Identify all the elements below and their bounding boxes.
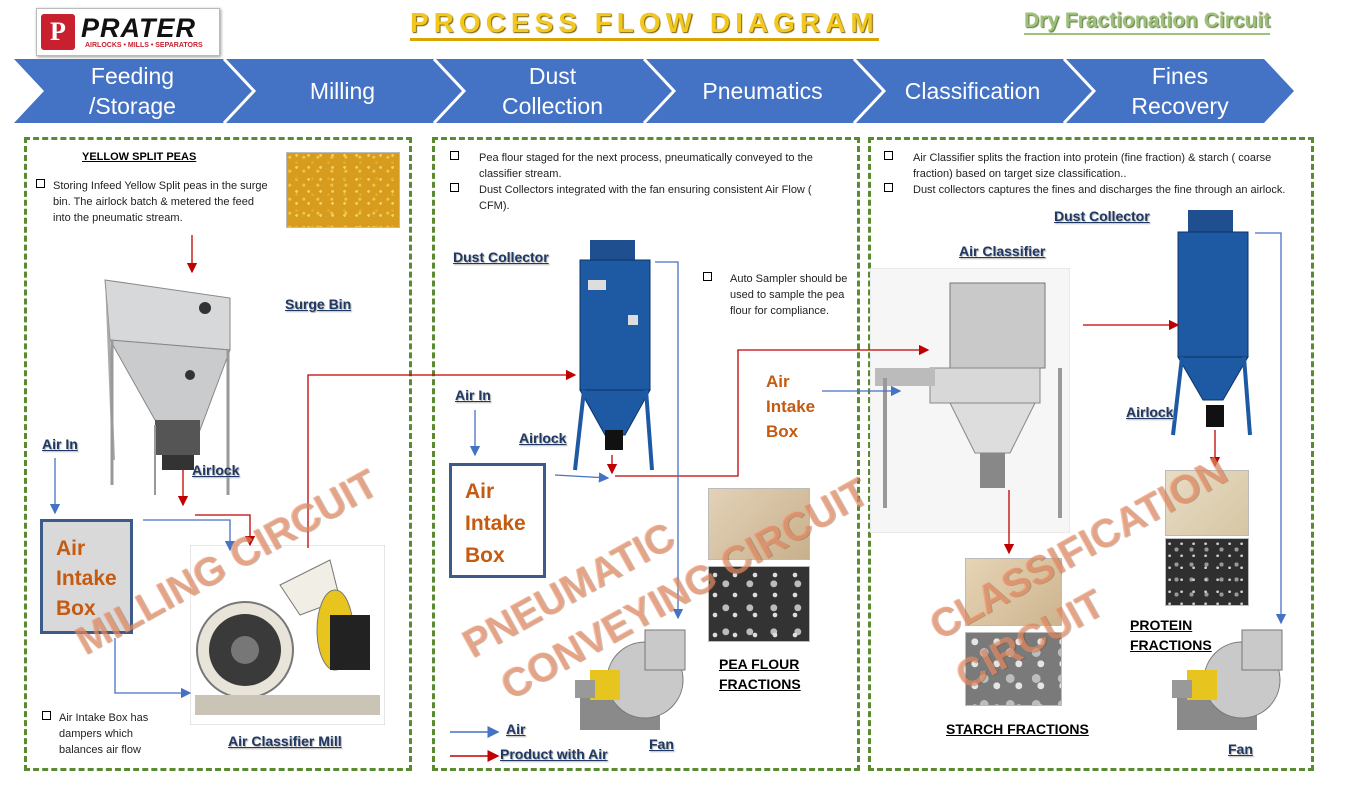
sampler-note-text: Auto Sampler should be used to sample th… — [730, 271, 848, 319]
air-intake-box-pneumatic-label: Air Intake Box — [465, 476, 540, 572]
stage-dust-collection: Dust Collection — [470, 60, 635, 122]
stage-fines-recovery: Fines Recovery — [1100, 60, 1260, 122]
sampler-note: Auto Sampler should be used to sample th… — [703, 271, 853, 319]
dust-collector-label: Dust Collector — [453, 249, 549, 265]
fan-image-2 — [1172, 625, 1292, 735]
legend-arrows — [450, 722, 505, 767]
classification-note-2: Dust collectors captures the fines and d… — [884, 182, 1304, 198]
air-classifier-mill-label: Air Classifier Mill — [228, 733, 342, 749]
air-intake-box-2-label: Air Intake Box — [766, 369, 836, 444]
airlock-label: Airlock — [192, 462, 239, 478]
airlock-label-3: Airlock — [1126, 404, 1173, 420]
classification-note-2-text: Dust collectors captures the fines and d… — [913, 182, 1293, 198]
bullet-icon — [450, 151, 459, 160]
feed-note: Storing Infeed Yellow Split peas in the … — [36, 178, 281, 226]
dust-collector-image-2 — [1168, 210, 1253, 440]
classification-note-1: Air Classifier splits the fraction into … — [884, 150, 1304, 182]
pneumatic-note-2: Dust Collectors integrated with the fan … — [450, 182, 845, 214]
airlock-label-2: Airlock — [519, 430, 566, 446]
classification-note-1-text: Air Classifier splits the fraction into … — [913, 150, 1293, 182]
box-note: Air Intake Box has dampers which balance… — [42, 710, 192, 758]
bullet-icon — [703, 272, 712, 281]
stage-milling: Milling — [260, 60, 425, 122]
yellow-split-peas-heading: YELLOW SPLIT PEAS — [82, 151, 196, 163]
air-in-label-2: Air In — [455, 387, 491, 403]
pneumatic-note-2-text: Dust Collectors integrated with the fan … — [479, 182, 824, 214]
surge-bin-label: Surge Bin — [285, 296, 351, 312]
fan-label: Fan — [649, 736, 674, 752]
bullet-icon — [884, 151, 893, 160]
box-note-text: Air Intake Box has dampers which balance… — [59, 710, 169, 758]
air-in-label: Air In — [42, 436, 78, 452]
pea-flour-fractions-label: PEA FLOUR FRACTIONS — [719, 654, 829, 694]
pneumatic-note-1: Pea flour staged for the next process, p… — [450, 150, 845, 182]
pneumatic-note-1-text: Pea flour staged for the next process, p… — [479, 150, 839, 182]
bullet-icon — [450, 183, 459, 192]
stage-feeding: Feeding /Storage — [50, 60, 215, 122]
stage-classification: Classification — [890, 60, 1055, 122]
dust-collector-label-2: Dust Collector — [1054, 208, 1150, 224]
legend-air: Air — [506, 721, 525, 737]
stage-pneumatics: Pneumatics — [680, 60, 845, 122]
yellow-peas-photo — [286, 152, 400, 228]
bullet-icon — [36, 179, 45, 188]
air-classifier-image — [870, 268, 1070, 533]
bullet-icon — [42, 711, 51, 720]
bullet-icon — [884, 183, 893, 192]
protein-micrograph — [1165, 538, 1249, 606]
legend-product: Product with Air — [500, 746, 608, 762]
starch-fractions-label: STARCH FRACTIONS — [946, 721, 1089, 737]
dust-collector-image — [570, 240, 655, 480]
fan-label-2: Fan — [1228, 741, 1253, 757]
air-classifier-label: Air Classifier — [959, 243, 1045, 259]
feed-note-text: Storing Infeed Yellow Split peas in the … — [53, 178, 268, 226]
